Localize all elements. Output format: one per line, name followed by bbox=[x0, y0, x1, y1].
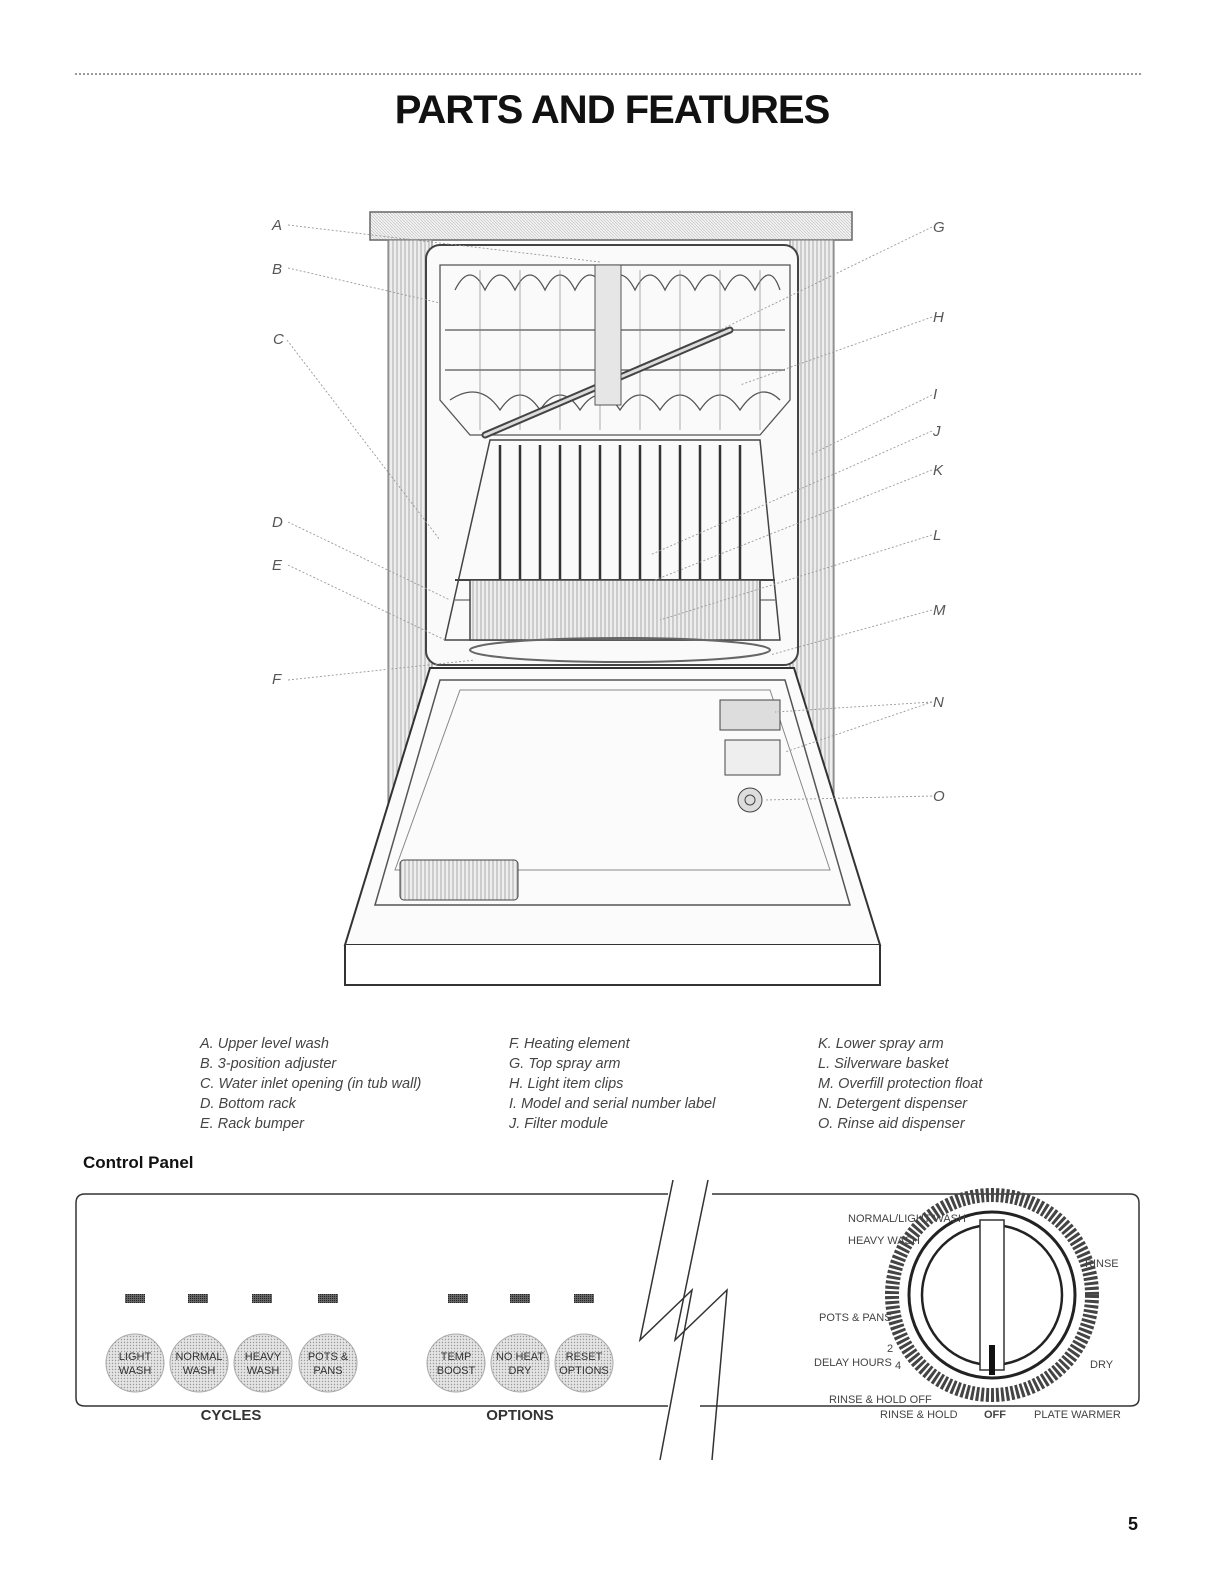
callout-k: K bbox=[933, 462, 944, 479]
cycles-label: CYCLES bbox=[201, 1407, 262, 1424]
button-label: WASH bbox=[119, 1365, 152, 1377]
button-label: BOOST bbox=[437, 1365, 476, 1377]
page-number: 5 bbox=[1128, 1514, 1139, 1534]
legend-column-1: A. Upper level wash B. 3-position adjust… bbox=[200, 1034, 421, 1134]
callout-o: O bbox=[933, 788, 945, 805]
temp-boost-button[interactable]: TEMP BOOST bbox=[426, 1333, 486, 1393]
callout-l: L bbox=[933, 527, 941, 544]
button-label: WASH bbox=[247, 1365, 280, 1377]
dial-normal-light-wash: NORMAL/LIGHT WASH bbox=[848, 1213, 966, 1225]
legend-item: C. Water inlet opening (in tub wall) bbox=[200, 1076, 422, 1092]
dial-off: OFF bbox=[984, 1409, 1006, 1421]
dial-rinse-hold-off: RINSE & HOLD OFF bbox=[829, 1394, 932, 1406]
button-label: OPTIONS bbox=[559, 1365, 609, 1377]
pots-pans-button[interactable]: POTS & PANS bbox=[298, 1333, 358, 1393]
upper-level-wash bbox=[594, 264, 622, 406]
no-heat-dry-button[interactable]: NO HEAT DRY bbox=[490, 1333, 550, 1393]
rinse-aid-dispenser bbox=[737, 787, 763, 813]
dial-labels: NORMAL/LIGHT WASH HEAVY WASH RINSE POTS … bbox=[814, 1213, 1121, 1421]
callout-h: H bbox=[933, 309, 944, 326]
normal-wash-button[interactable]: NORMAL WASH bbox=[169, 1333, 229, 1393]
callout-leaders bbox=[286, 224, 933, 801]
button-label: RESET bbox=[566, 1351, 603, 1363]
control-panel-heading: Control Panel bbox=[83, 1153, 194, 1172]
callout-i: I bbox=[933, 386, 937, 403]
callout-j: J bbox=[932, 423, 941, 440]
button-label: NORMAL bbox=[175, 1351, 222, 1363]
page-title: PARTS AND FEATURES bbox=[394, 88, 831, 132]
dial-pots-pans: POTS & PANS bbox=[819, 1312, 892, 1324]
break-line-right bbox=[673, 1179, 728, 1461]
callout-d: D bbox=[272, 514, 283, 531]
callout-b: B bbox=[272, 261, 282, 278]
legend-column-3: K. Lower spray arm L. Silverware basket … bbox=[818, 1034, 982, 1134]
lower-spray-arm bbox=[469, 637, 771, 663]
button-label: WASH bbox=[183, 1365, 216, 1377]
legend-item: I. Model and serial number label bbox=[509, 1096, 716, 1112]
button-label: HEAVY bbox=[245, 1351, 282, 1363]
button-label: NO HEAT bbox=[496, 1351, 544, 1363]
legend-column-2: F. Heating element G. Top spray arm H. L… bbox=[509, 1034, 715, 1134]
top-dotted-rule bbox=[75, 73, 1141, 75]
cycle-dial[interactable] bbox=[885, 1188, 1099, 1402]
legend-item: E. Rack bumper bbox=[200, 1116, 304, 1132]
open-door bbox=[343, 667, 882, 986]
dial-heavy-wash: HEAVY WASH bbox=[848, 1235, 920, 1247]
break-line-left bbox=[638, 1179, 694, 1461]
dial-pointer bbox=[989, 1345, 995, 1375]
legend-item: G. Top spray arm bbox=[509, 1056, 621, 1072]
panel-left-outline bbox=[75, 1193, 668, 1407]
callout-c: C bbox=[273, 331, 284, 348]
dial-rinse-hold: RINSE & HOLD bbox=[880, 1409, 958, 1421]
legend-item: K. Lower spray arm bbox=[818, 1036, 944, 1052]
callout-n: N bbox=[933, 694, 944, 711]
callout-m: M bbox=[933, 602, 946, 619]
countertop bbox=[369, 211, 853, 241]
dial-rinse: RINSE bbox=[1085, 1258, 1119, 1270]
button-label: PANS bbox=[313, 1365, 342, 1377]
heavy-wash-button[interactable]: HEAVY WASH bbox=[233, 1333, 293, 1393]
silverware-basket bbox=[469, 579, 761, 641]
button-label: TEMP bbox=[441, 1351, 472, 1363]
legend-item: N. Detergent dispenser bbox=[818, 1096, 968, 1112]
legend-item: H. Light item clips bbox=[509, 1076, 624, 1092]
button-label: POTS & bbox=[308, 1351, 349, 1363]
callout-e: E bbox=[272, 557, 283, 574]
detergent-dispenser-cup bbox=[719, 699, 781, 731]
panel-right-outline bbox=[700, 1193, 1140, 1407]
legend-item: J. Filter module bbox=[509, 1116, 609, 1132]
indicator-lights bbox=[125, 1294, 594, 1303]
door-vent bbox=[399, 859, 519, 901]
button-label: LIGHT bbox=[119, 1351, 152, 1363]
callout-letters: A B C D E F G H I J K L M N O bbox=[271, 217, 946, 805]
control-panel-diagram: LIGHT WASH NORMAL WASH HEAVY WASH POTS &… bbox=[75, 1179, 1140, 1461]
dial-delay-hours: DELAY HOURS bbox=[814, 1357, 892, 1369]
legend-item: O. Rinse aid dispenser bbox=[818, 1116, 965, 1132]
callout-g: G bbox=[933, 219, 945, 236]
callout-f: F bbox=[272, 671, 282, 688]
reset-options-button[interactable]: RESET OPTIONS bbox=[554, 1333, 614, 1393]
legend-item: M. Overfill protection float bbox=[818, 1076, 983, 1092]
legend-item: A. Upper level wash bbox=[200, 1036, 329, 1052]
detergent-dispenser-lid bbox=[724, 739, 781, 776]
dial-delay-4: 4 bbox=[895, 1360, 901, 1372]
legend-item: L. Silverware basket bbox=[818, 1056, 949, 1072]
legend-item: D. Bottom rack bbox=[200, 1096, 296, 1112]
legend-item: B. 3-position adjuster bbox=[200, 1056, 337, 1072]
light-wash-button[interactable]: LIGHT WASH bbox=[105, 1333, 165, 1393]
button-label: DRY bbox=[508, 1365, 532, 1377]
dial-delay-2: 2 bbox=[887, 1343, 893, 1355]
dial-plate-warmer: PLATE WARMER bbox=[1034, 1409, 1121, 1421]
legend-item: F. Heating element bbox=[509, 1036, 630, 1052]
dishwasher-diagram: A B C D E F G H I J K L M N O bbox=[271, 211, 946, 986]
dial-dry: DRY bbox=[1090, 1359, 1114, 1371]
options-label: OPTIONS bbox=[486, 1407, 554, 1424]
callout-a: A bbox=[271, 217, 282, 234]
